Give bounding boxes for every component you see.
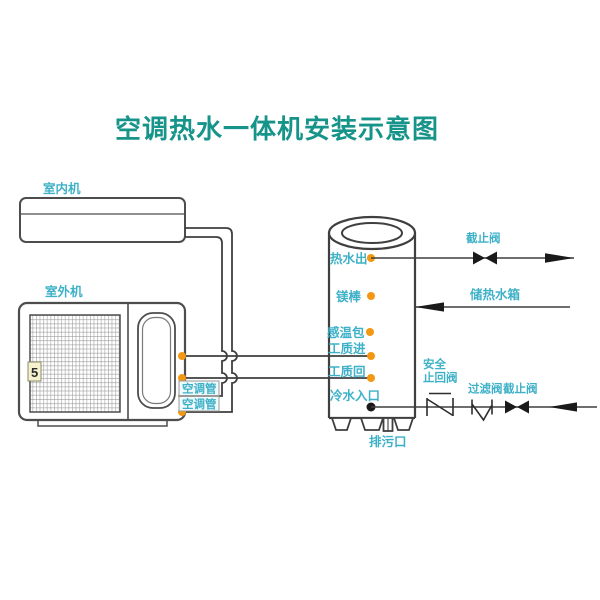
- temp-sensor-label: 感温包: [327, 325, 365, 340]
- tank-foot: [330, 417, 353, 431]
- fan-panel-inner: [141, 316, 172, 405]
- stop-valve-bottom-icon: [505, 400, 517, 414]
- outdoor-unit-tag: 5: [31, 365, 38, 380]
- hot-water-line-group: 截止阀: [371, 231, 574, 265]
- drain-outlet-label: 排污口: [369, 434, 407, 449]
- tank-top-inner: [341, 222, 403, 244]
- ac-pipe-label-box-2: [178, 396, 220, 412]
- port-dot-magnesium: [367, 292, 375, 300]
- connection-dot: [178, 374, 186, 382]
- stop-valve-top-label: 截止阀: [466, 231, 501, 245]
- hot-water-out-label: 热水出: [330, 251, 368, 266]
- safety-check-valve-label-2: 止回阀: [423, 371, 458, 385]
- flow-arrow-right-icon: [545, 253, 574, 263]
- ac-pipe-line-2: [183, 236, 228, 397]
- stop-valve-top-icon: [473, 251, 485, 265]
- connection-dot: [178, 352, 186, 360]
- refrigerant-in-label: 工质进: [328, 341, 366, 356]
- filter-valve-icon: [471, 399, 493, 422]
- indoor-unit-body: [19, 197, 186, 243]
- safety-check-valve-icon: [426, 392, 454, 417]
- safety-check-valve-label-1: 安全: [423, 357, 446, 371]
- ac-pipe-label-box-1: [178, 380, 220, 396]
- flow-arrow-left-icon: [415, 302, 444, 312]
- ac-pipe-label-1: 空调管: [182, 382, 217, 396]
- tank-foot: [392, 417, 415, 431]
- outdoor-unit-label: 室外机: [45, 284, 83, 299]
- cold-flow-arrow-left-icon: [549, 402, 577, 412]
- indoor-unit-label: 室内机: [43, 181, 81, 196]
- ac-pipe-line-1: [183, 227, 238, 413]
- storage-tank-pointer: 储热水箱: [415, 287, 570, 312]
- refrigerant-return-label: 工质回: [328, 364, 366, 379]
- magnesium-rod-label: 镁棒: [336, 289, 362, 304]
- storage-tank-label: 储热水箱: [469, 287, 521, 302]
- filter-valve-label: 过滤阀: [468, 382, 503, 396]
- stop-valve-bottom-label: 截止阀: [503, 382, 538, 396]
- indoor-unit: 室内机: [19, 181, 186, 243]
- ac-pipe-callout-2: 空调管: [178, 396, 220, 412]
- cold-water-line-group: 安全 止回阀 过滤阀 截止阀: [371, 357, 597, 422]
- stop-valve-bottom-icon: [517, 400, 529, 414]
- fan-panel-outer: [137, 312, 176, 409]
- port-dot-refrigerant-return: [367, 374, 375, 382]
- page-title: 空调热水一体机安装示意图: [115, 114, 439, 144]
- outdoor-unit-tag-sticker: [27, 361, 42, 382]
- tank-foot: [359, 417, 385, 431]
- port-dot-refrigerant-in: [367, 352, 375, 360]
- outdoor-unit: 室外机 5: [17, 284, 187, 427]
- outdoor-unit-base: [37, 420, 168, 427]
- port-dot-sensor: [366, 328, 374, 336]
- water-tank: 排污口 热水出 镁棒 感温包 工质进 工质回 冷水入口: [327, 215, 417, 449]
- ac-pipe-callout-1: 空调管: [178, 380, 220, 396]
- stop-valve-top-icon: [485, 251, 497, 265]
- outdoor-unit-grille: [29, 314, 121, 413]
- ac-pipe-label-2: 空调管: [182, 397, 217, 411]
- cold-water-inlet-label: 冷水入口: [330, 388, 380, 403]
